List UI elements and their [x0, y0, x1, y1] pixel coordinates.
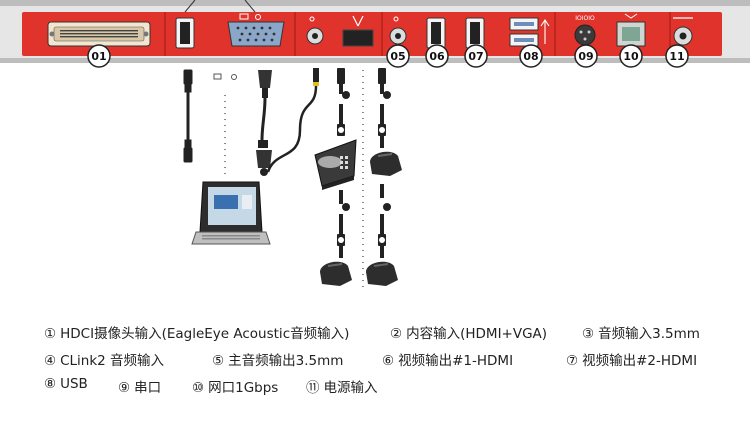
- legend-number: ⑪: [306, 380, 320, 396]
- port-badge-09: [574, 44, 598, 68]
- microphone-pod-icon-1: [370, 151, 402, 176]
- legend-text: 视频输出#2-HDMI: [582, 353, 698, 369]
- port-badge-label-09: 09: [578, 50, 593, 63]
- port-badge-01: [87, 44, 111, 68]
- legend-number: ⑦: [566, 353, 579, 369]
- port-usb-icon: [509, 17, 550, 47]
- port-badge-label-05: 05: [390, 50, 405, 63]
- legend-text: 主音频输出3.5mm: [228, 353, 344, 369]
- port-badge-07: [464, 44, 488, 68]
- port-badge-label-06: 06: [429, 50, 445, 63]
- serial-label: IOIOIO: [575, 15, 595, 22]
- connection-diagram: IOIOIO 01 05 06 07 08 09 10 11: [0, 0, 750, 290]
- port-hdci-icon: [47, 21, 151, 47]
- legend-number: ⑤: [212, 353, 225, 369]
- legend-text: 串口: [134, 380, 162, 396]
- port-hdmi-output1-icon: [426, 17, 446, 49]
- port-badges: 01 05 06 07 08 09 10 11: [87, 44, 689, 68]
- legend-number: ③: [582, 326, 595, 342]
- port-serial-icon: IOIOIO: [574, 15, 596, 46]
- legend-number: ④: [44, 353, 57, 369]
- port-badge-11: [665, 44, 689, 68]
- port-clink2-icon: [342, 15, 374, 47]
- legend-number: ②: [390, 326, 403, 342]
- microphone-pod-icon-2: [366, 261, 398, 286]
- legend-text: HDCI摄像头输入(EagleEye Acoustic音频输入): [60, 326, 350, 342]
- hdmi-cable-icon: [183, 69, 193, 163]
- speakerphone-icon: [314, 139, 357, 190]
- mic-chain-right-icon: [378, 68, 391, 148]
- port-badge-06: [425, 44, 449, 68]
- chassis-bottom-edge: [0, 58, 750, 63]
- mic-chain-right-lower-icon: [378, 184, 391, 258]
- port-ethernet-icon: [616, 13, 646, 47]
- dotted-path: [224, 70, 364, 290]
- legend-number: ⑨: [118, 380, 131, 396]
- legend-text: USB: [60, 376, 88, 392]
- legend-text: 视频输出#1-HDMI: [398, 353, 514, 369]
- chassis-top-edge: [0, 0, 750, 6]
- port-vga-input-icon: [227, 21, 285, 47]
- legend-text: 内容输入(HDMI+VGA): [406, 326, 548, 342]
- mic-chain-left-icon: [337, 190, 350, 258]
- legend-text: CLink2 音频输入: [60, 353, 165, 369]
- port-hdmi-output2-icon: [465, 17, 485, 49]
- monitor-symbol-icon: [239, 13, 261, 20]
- legend-number: ⑧: [44, 376, 57, 392]
- legend-text: 音频输入3.5mm: [598, 326, 700, 342]
- microphone-pod-icon-3: [320, 261, 352, 286]
- legend-number: ⑥: [382, 353, 395, 369]
- port-audio-output-icon: [389, 16, 407, 45]
- port-power-icon: [673, 17, 693, 46]
- legend-text: 电源输入: [323, 380, 378, 396]
- port-badge-05: [386, 44, 410, 68]
- monitor-symbol-icon-2: [213, 73, 237, 80]
- port-audio-input-icon: [306, 16, 324, 45]
- port-badge-label-10: 10: [623, 50, 639, 63]
- port-badge-label-11: 11: [669, 50, 684, 63]
- port-hdmi-input-icon: [175, 17, 195, 49]
- port-badge-label-07: 07: [468, 50, 483, 63]
- legend-number: ①: [44, 326, 57, 342]
- audio-cable-icon: [266, 68, 319, 173]
- port-badge-label-08: 08: [523, 50, 538, 63]
- vga-cable-icon: [256, 70, 272, 176]
- clink2-cable-icon: [337, 68, 350, 136]
- legend-text: 网口1Gbps: [208, 380, 279, 396]
- port-badge-label-01: 01: [91, 50, 106, 63]
- legend-number: ⑩: [192, 380, 205, 396]
- callout-leaders: [184, 0, 256, 13]
- laptop-icon: [191, 181, 271, 245]
- port-badge-08: [519, 44, 543, 68]
- port-badge-10: [619, 44, 643, 68]
